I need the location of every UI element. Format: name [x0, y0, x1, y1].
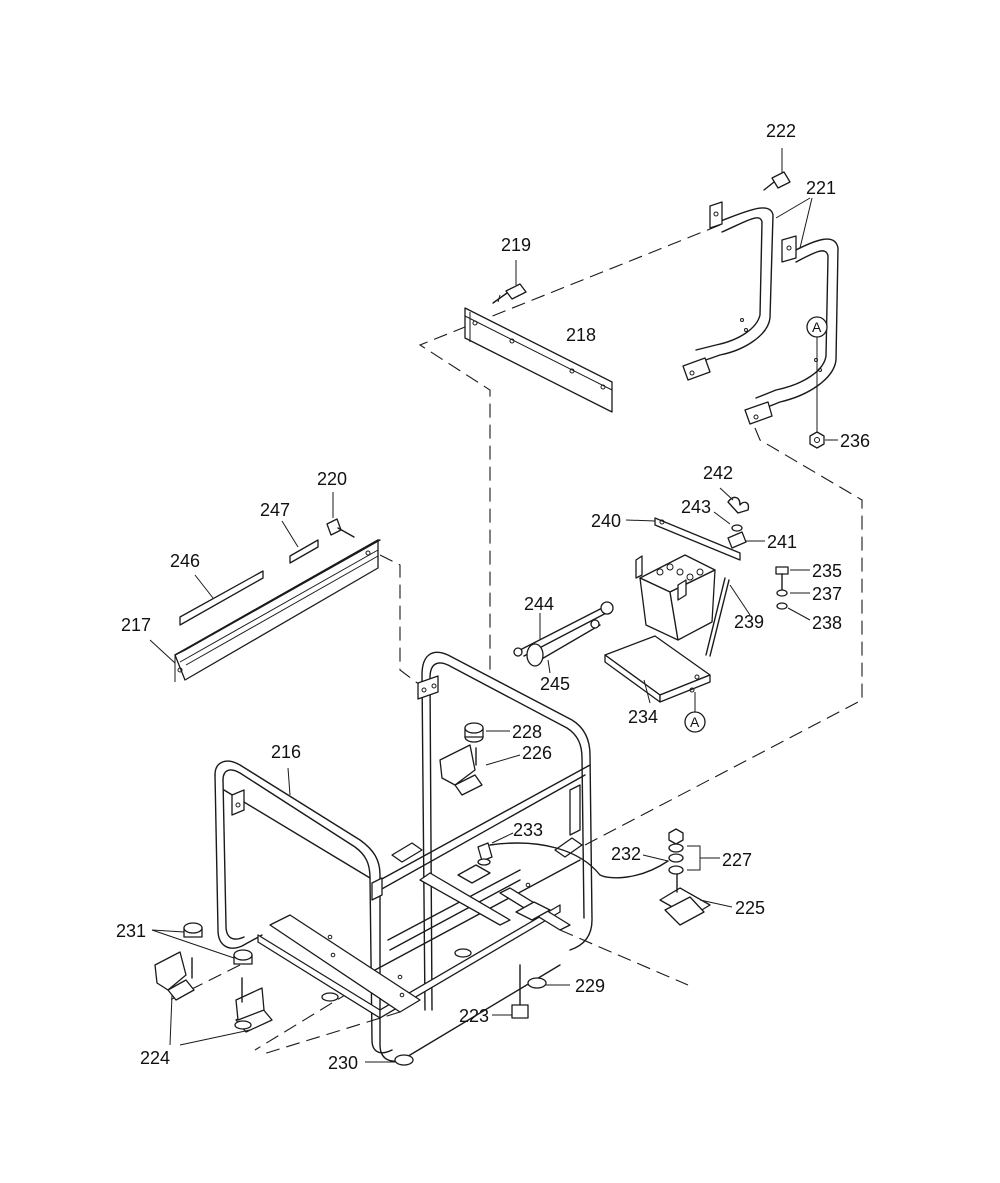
label-230: 230	[328, 1053, 358, 1073]
label-216: 216	[271, 742, 301, 762]
label-246: 246	[170, 551, 200, 571]
part-227-nut-washers	[668, 828, 720, 875]
frame-foot-left	[321, 992, 339, 1002]
label-247: 247	[260, 500, 290, 520]
label-222: 222	[766, 121, 796, 141]
label-218: 218	[566, 325, 596, 345]
part-235-bolt	[775, 566, 810, 591]
part-230-foot	[365, 1054, 414, 1066]
part-236-nut	[809, 431, 838, 449]
label-224: 224	[140, 1048, 170, 1068]
label-223: 223	[459, 1006, 489, 1026]
label-232: 232	[611, 844, 641, 864]
part-220-bolt	[326, 492, 355, 538]
frame-foot-rear	[234, 1020, 252, 1030]
label-240: 240	[591, 511, 621, 531]
label-227: 227	[722, 850, 752, 870]
part-221-handle-right	[744, 235, 839, 425]
part-239-rod	[705, 577, 751, 657]
part-245-cable	[526, 619, 601, 674]
part-labels: 222 221 219 218 A 236 220 242 243 247 24…	[116, 121, 870, 1073]
part-219-bolt	[492, 260, 527, 304]
part-241-bracket	[727, 531, 765, 549]
part-243-washer	[713, 511, 743, 532]
part-225-mount-right	[659, 871, 733, 926]
label-231: 231	[116, 921, 146, 941]
label-235: 235	[812, 561, 842, 581]
label-234: 234	[628, 707, 658, 727]
battery	[635, 554, 716, 641]
label-239: 239	[734, 612, 764, 632]
label-243: 243	[681, 497, 711, 517]
part-229-foot	[527, 977, 570, 989]
part-237-washer	[776, 589, 810, 597]
label-219: 219	[501, 235, 531, 255]
part-234-battery-tray	[604, 635, 711, 704]
part-226-mount	[439, 744, 521, 796]
label-220: 220	[317, 469, 347, 489]
label-225: 225	[735, 898, 765, 918]
label-244: 244	[524, 594, 554, 614]
label-233: 233	[513, 820, 543, 840]
label-ref-a-top: A	[812, 319, 822, 335]
label-226: 226	[522, 743, 552, 763]
part-231-nuts	[151, 922, 253, 965]
label-ref-a-bottom: A	[690, 714, 700, 730]
part-240-hold-bar	[625, 517, 741, 561]
part-222-bolt	[763, 148, 791, 191]
label-217: 217	[121, 615, 151, 635]
part-247-label	[281, 520, 319, 564]
part-233-drain-plug	[477, 832, 514, 866]
label-241: 241	[767, 532, 797, 552]
label-245: 245	[540, 674, 570, 694]
part-242-wing-nut	[719, 487, 750, 514]
label-236: 236	[840, 431, 870, 451]
part-217-rail	[149, 539, 381, 682]
part-221-handle-left	[682, 201, 774, 381]
part-218-rail	[464, 307, 613, 413]
label-229: 229	[575, 976, 605, 996]
part-246-label	[179, 570, 264, 626]
part-224-mount-left	[154, 951, 273, 1046]
part-216-frame	[214, 651, 593, 1062]
part-228-nut	[464, 722, 510, 743]
label-228: 228	[512, 722, 542, 742]
label-237: 237	[812, 584, 842, 604]
label-242: 242	[703, 463, 733, 483]
part-238-washer	[776, 602, 811, 621]
part-223-bolt	[492, 964, 529, 1019]
label-221: 221	[806, 178, 836, 198]
frame-foot-center	[454, 948, 472, 958]
part-232-cable	[489, 842, 669, 879]
label-238: 238	[812, 613, 842, 633]
